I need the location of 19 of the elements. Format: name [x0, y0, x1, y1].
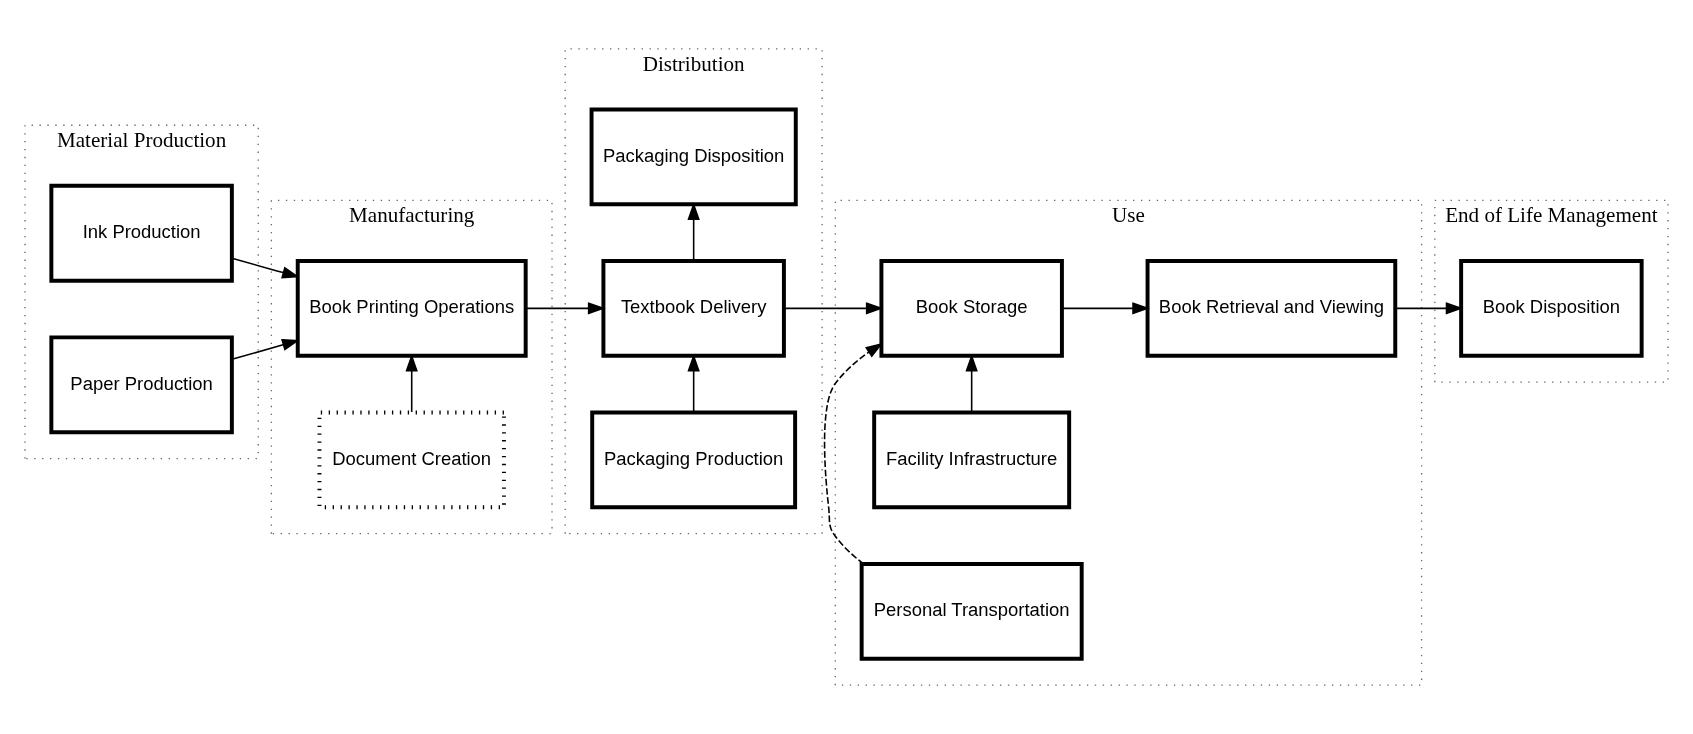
node-box: Book Printing Operations	[295, 258, 528, 358]
node-box: Facility Infrastructure	[872, 410, 1072, 510]
arrow	[783, 302, 884, 315]
node-box: Book Disposition	[1459, 258, 1644, 358]
arrow	[231, 257, 300, 279]
node-box: Book Storage	[879, 258, 1064, 358]
arrow	[1394, 302, 1464, 315]
node-box: Paper Production	[49, 335, 234, 435]
arrow	[525, 302, 606, 315]
node-box: Document Creation	[317, 410, 506, 510]
arrow	[1061, 302, 1150, 315]
node-box: Ink Production	[49, 183, 234, 283]
node-box: Personal Transportation	[859, 562, 1084, 661]
arrow	[231, 338, 300, 361]
node-box: Book Retrieval and Viewing	[1145, 258, 1398, 358]
arrow	[687, 202, 700, 262]
node-box: Textbook Delivery	[601, 258, 786, 358]
node-box: Packaging Production	[590, 410, 798, 510]
node-box: Packaging Disposition	[589, 107, 798, 207]
